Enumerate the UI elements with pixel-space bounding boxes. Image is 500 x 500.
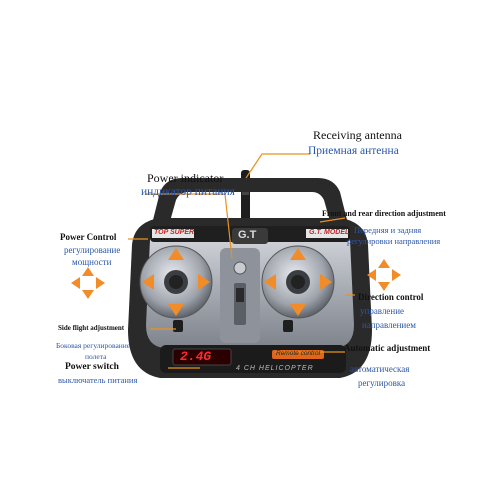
automatic-adjustment-label-ru-1: автоматическая bbox=[350, 364, 410, 374]
direction-control-label-ru-2: направлением bbox=[362, 320, 416, 330]
device-channel-text: 4 CH HELICOPTER bbox=[236, 365, 314, 372]
power-switch-label: Power switch bbox=[65, 362, 119, 372]
receiving-antenna-label: Receiving antenna bbox=[313, 128, 402, 142]
left-arrow-cluster bbox=[71, 267, 105, 299]
front-rear-label-ru-2: регулировки направления bbox=[347, 236, 441, 246]
device-display: 2.4G bbox=[180, 349, 212, 364]
left-stick[interactable] bbox=[164, 270, 188, 294]
power-indicator-label: Power indicator bbox=[147, 171, 224, 185]
receiving-antenna-label-ru: Приемная антенна bbox=[308, 145, 399, 157]
front-rear-label: Front and rear direction adjustment bbox=[322, 209, 446, 218]
power-indicator-label-ru: индикатор питания bbox=[141, 186, 235, 198]
carry-handle bbox=[150, 178, 350, 232]
front-rear-label-ru-1: Передняя и задняя bbox=[354, 225, 422, 235]
direction-control-label: Direction control bbox=[358, 292, 424, 302]
side-flight-label-ru-1: Боковая регулирование bbox=[56, 341, 131, 350]
left-stick-arrows bbox=[142, 248, 210, 316]
side-flight-label: Side flight adjustment bbox=[58, 324, 125, 332]
leader-lines bbox=[128, 153, 355, 369]
device-badge: Remote control bbox=[276, 350, 321, 357]
side-flight-label-ru-2: полета bbox=[85, 352, 107, 361]
device-label-left: TOP SUPER bbox=[154, 229, 195, 236]
transmitter-body bbox=[128, 218, 372, 378]
automatic-adjustment-label: Automatic adjustment bbox=[344, 343, 431, 353]
power-control-label: Power Control bbox=[60, 232, 117, 242]
power-switch-label-ru: выключатель питания bbox=[58, 375, 138, 385]
right-arrow-cluster bbox=[367, 259, 401, 291]
device-brand: G.T bbox=[238, 229, 257, 241]
automatic-adjustment-label-ru-2: регулировка bbox=[358, 378, 406, 388]
power-control-label-ru-2: мощности bbox=[72, 257, 112, 267]
power-control-label-ru-1: регулирование bbox=[64, 245, 121, 255]
direction-control-label-ru-1: управление bbox=[360, 306, 405, 316]
right-stick[interactable] bbox=[286, 270, 310, 294]
right-stick-arrows bbox=[264, 248, 332, 316]
antenna bbox=[241, 170, 250, 222]
device-label-right: G.T. MODEL bbox=[309, 229, 350, 236]
